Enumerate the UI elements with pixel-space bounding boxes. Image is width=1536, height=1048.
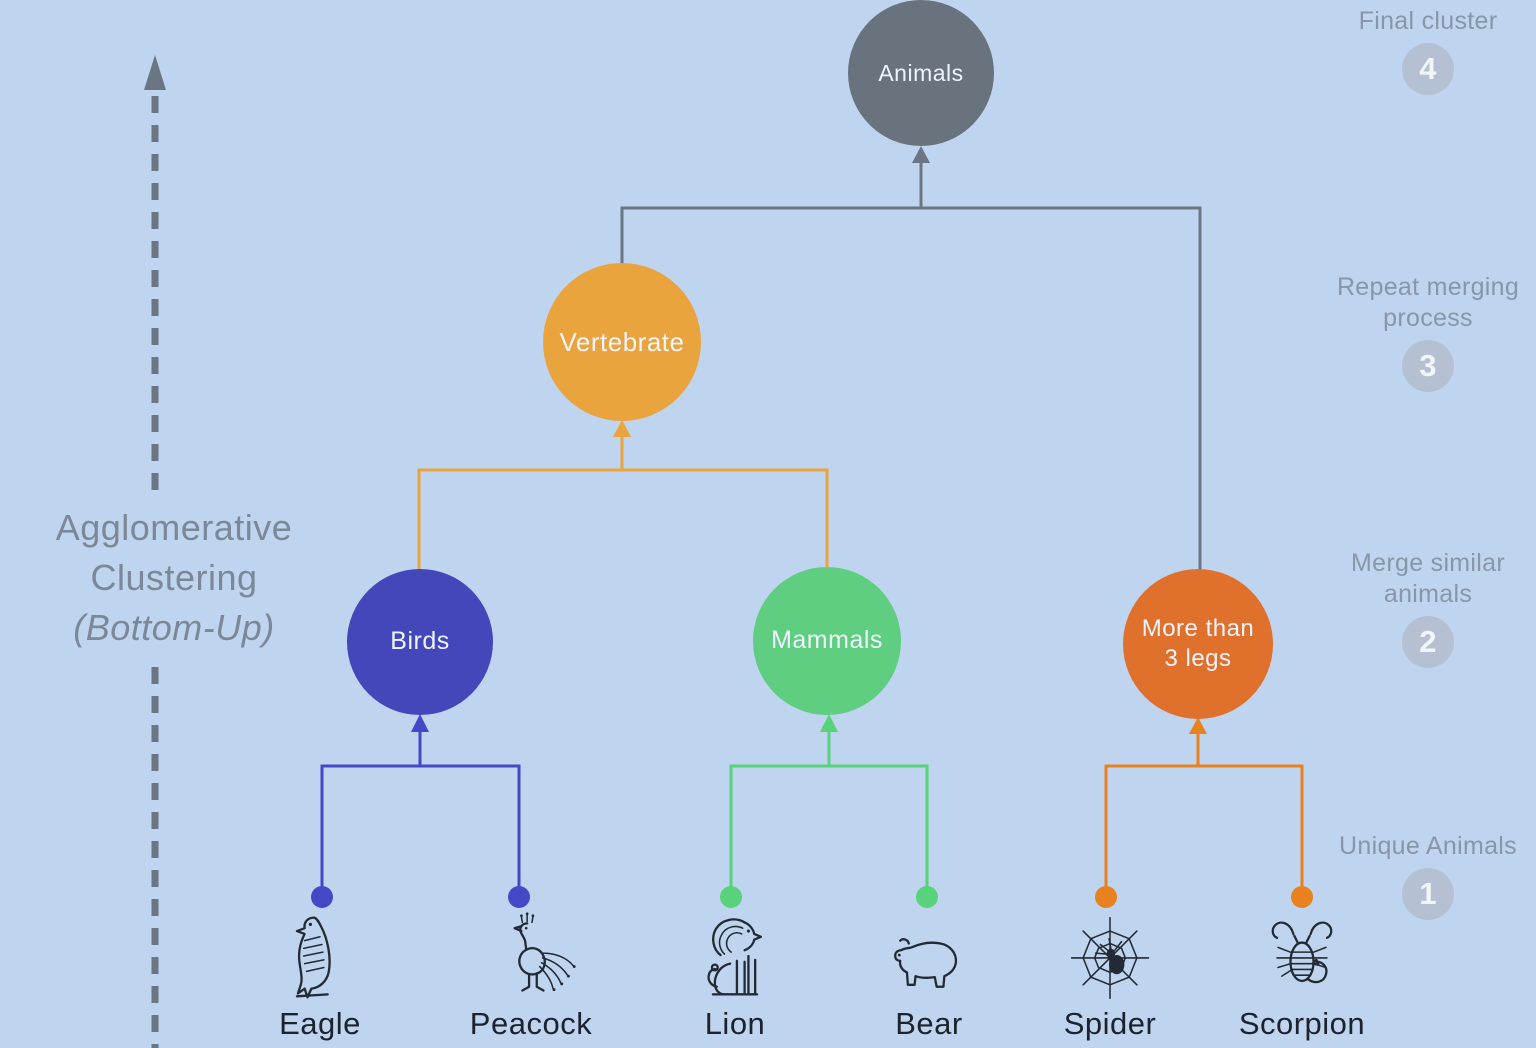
step-number-badge: 3	[1402, 340, 1454, 392]
cluster-node-label: Mammals	[771, 626, 883, 655]
leaf-dot-bear	[916, 886, 938, 908]
leaf-eagle: Eagle	[230, 908, 410, 1042]
leaf-lion: Lion	[645, 908, 825, 1042]
step-final-cluster: Final cluster 4	[1308, 6, 1536, 95]
cluster-node-label: Vertebrate	[559, 326, 685, 357]
step-label: Unique Animals	[1339, 832, 1517, 860]
arrow-mammals	[820, 714, 838, 732]
bracket-mammals	[729, 764, 929, 888]
title-line-3: (Bottom-Up)	[73, 607, 275, 648]
step-label: Repeat merging process	[1336, 273, 1520, 332]
step-label: Merge similar animals	[1351, 549, 1505, 608]
step-merge-similar: Merge similar animals 2	[1308, 548, 1536, 668]
animal-label: Bear	[895, 1006, 963, 1041]
cluster-node-mammals: Mammals	[753, 567, 901, 715]
arrow-birds	[411, 714, 429, 732]
leaf-dot-scorpion	[1291, 886, 1313, 908]
leaf-bear: Bear	[839, 908, 1019, 1042]
diagram-title: Agglomerative Clustering (Bottom-Up)	[0, 503, 348, 653]
arrow-vertebrate	[613, 420, 631, 437]
peacock-icon	[513, 912, 576, 992]
scorpion-icon	[1271, 921, 1333, 984]
title-line-1: Agglomerative	[55, 507, 293, 548]
spider-icon	[1070, 916, 1150, 1000]
timeline-arrowhead	[144, 55, 166, 90]
animal-label: Lion	[704, 1006, 766, 1041]
cluster-node-label: Animals	[878, 59, 964, 86]
bear-icon	[894, 938, 958, 988]
leaf-dot-spider	[1095, 886, 1117, 908]
title-line-2: Clustering	[90, 557, 258, 598]
leaf-dot-peacock	[508, 886, 530, 908]
animal-label: Spider	[1063, 1006, 1157, 1041]
cluster-node-vertebrate: Vertebrate	[543, 263, 701, 421]
leaf-peacock: Peacock	[441, 908, 621, 1042]
leaf-dot-lion	[720, 886, 742, 908]
animal-label: Peacock	[469, 1006, 593, 1041]
leaf-dot-eagle	[311, 886, 333, 908]
bracket-legs	[1104, 764, 1304, 888]
bracket-root	[620, 206, 1202, 575]
lion-icon	[707, 918, 763, 996]
step-label: Final cluster	[1358, 7, 1498, 35]
step-unique-animals: Unique Animals 1	[1308, 831, 1536, 920]
leaf-spider: Spider	[1020, 908, 1200, 1042]
cluster-node-birds: Birds	[347, 569, 493, 715]
cluster-node-label: Birds	[390, 627, 450, 656]
leaf-scorpion: Scorpion	[1212, 908, 1392, 1042]
step-number-badge: 2	[1402, 616, 1454, 668]
step-repeat-merging: Repeat merging process 3	[1308, 272, 1536, 392]
eagle-icon	[295, 916, 331, 999]
bracket-birds	[320, 764, 521, 888]
animal-label: Eagle	[279, 1006, 361, 1041]
cluster-node-label: More than 3 legs	[1141, 615, 1255, 672]
arrow-legs	[1189, 717, 1207, 734]
cluster-node-animals: Animals	[848, 0, 994, 146]
animal-label: Scorpion	[1238, 1006, 1366, 1041]
cluster-node-more-than-3-legs: More than 3 legs	[1123, 569, 1273, 719]
step-number-badge: 1	[1402, 868, 1454, 920]
step-number-badge: 4	[1402, 43, 1454, 95]
arrow-root	[912, 146, 930, 163]
bracket-vertebrate	[417, 468, 829, 572]
